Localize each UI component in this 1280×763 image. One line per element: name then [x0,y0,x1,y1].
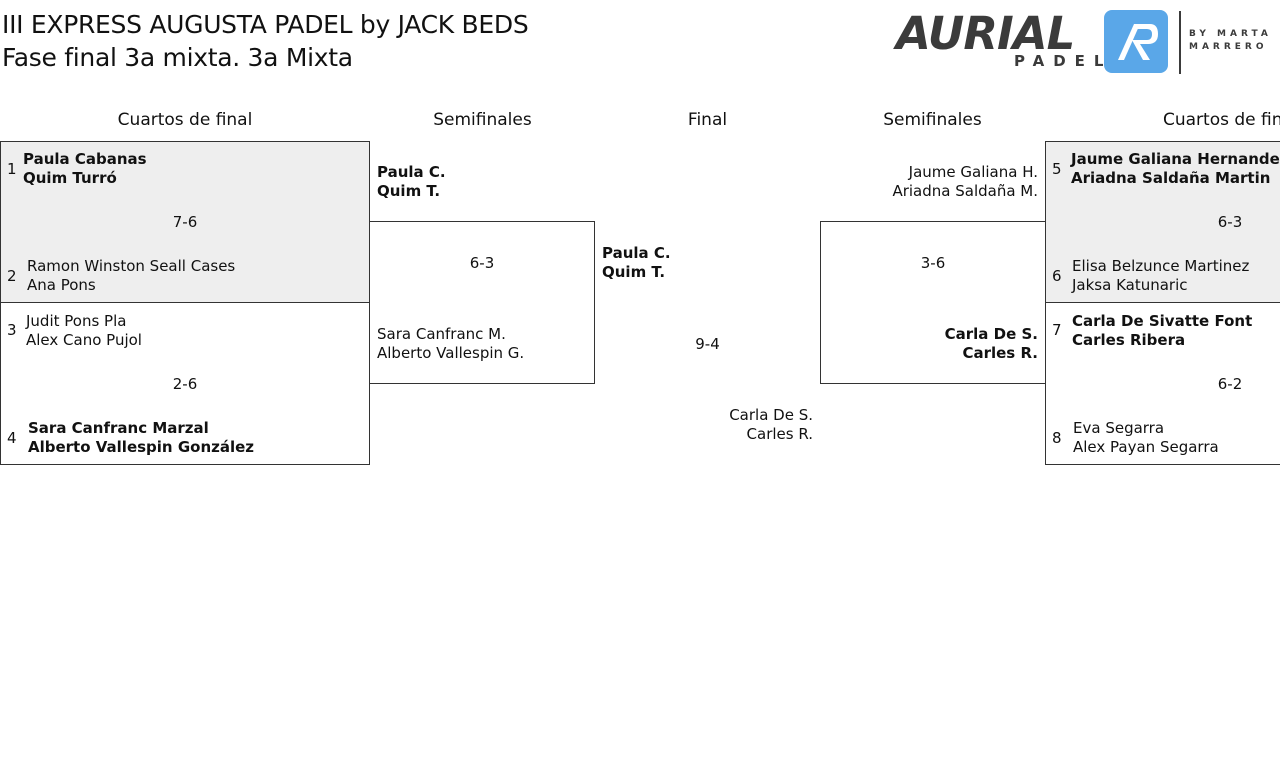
logo-subword: PADEL [1014,52,1113,70]
player-name: Ramon Winston Seall Cases [27,257,236,275]
player-name: Carla De S. [944,325,1038,343]
draw-subtitle: Fase final 3a mixta. 3a Mixta [2,43,353,72]
round-header-qf-left: Cuartos de final [117,110,253,130]
player-name: Ana Pons [27,276,96,294]
final-score: 9-4 [695,335,720,353]
aurial-padel-logo: AURIAL PADEL BY MARTA MARRERO [896,8,1276,78]
player-name: Carles R. [746,425,813,443]
player-name: Jaume Galiana H. [908,163,1038,181]
player-name: Carla De Sivatte Font [1072,312,1253,330]
player-name: Quim T. [377,182,441,200]
tournament-title: III EXPRESS AUGUSTA PADEL by JACK BEDS [2,10,529,39]
logo-wordmark: AURIAL [896,7,1075,60]
player-name: Ariadna Saldaña Martin [1071,169,1271,187]
logo-badge-icon [1104,10,1168,73]
player-name: Alberto Vallespin González [28,438,255,456]
player-name: Jaume Galiana Hernandez [1071,150,1280,168]
logo-byline: BY MARTA MARRERO [1189,28,1272,54]
player-name: Sara Canfranc Marzal [28,419,209,437]
player-name: Sara Canfranc M. [377,325,506,343]
logo-byline-1: BY MARTA [1189,29,1272,39]
seed-number: 8 [1052,429,1062,447]
player-name: Eva Segarra [1073,419,1165,437]
player-name: Ariadna Saldaña M. [892,182,1038,200]
match-score: 6-3 [469,254,495,272]
match-score: 2-6 [172,375,198,393]
player-name: Alex Payan Segarra [1073,438,1219,456]
qf-match-1 [0,141,370,303]
round-header-qf-right: Cuartos de final [1163,110,1280,130]
round-header-sf-left: Semifinales [433,110,532,130]
seed-number: 5 [1052,160,1062,178]
player-name: Paula C. [377,163,446,181]
player-name: Alex Cano Pujol [26,331,142,349]
player-name: Carles Ribera [1072,331,1186,349]
player-name: Judit Pons Pla [26,312,127,330]
seed-number: 1 [7,160,17,178]
seed-number: 3 [7,321,17,339]
player-name: Jaksa Katunaric [1072,276,1188,294]
seed-number: 6 [1052,267,1062,285]
qf-match-3 [1045,141,1280,303]
player-name: Carla De S. [729,406,813,424]
match-score: 3-6 [920,254,946,272]
player-name: Alberto Vallespin G. [377,344,525,362]
qf-match-4 [1045,302,1280,465]
player-name: Paula C. [602,244,671,262]
player-name: Carles R. [962,344,1038,362]
player-name: Elisa Belzunce Martinez [1072,257,1250,275]
match-score: 6-3 [1217,213,1243,231]
logo-separator [1179,11,1181,74]
player-name: Quim T. [602,263,666,281]
round-header-final: Final [687,110,728,130]
seed-number: 2 [7,267,17,285]
seed-number: 4 [7,429,17,447]
player-name: Quim Turró [23,169,117,187]
seed-number: 7 [1052,321,1062,339]
player-name: Paula Cabanas [23,150,147,168]
logo-byline-2: MARRERO [1189,42,1268,52]
match-score: 6-2 [1217,375,1243,393]
match-score: 7-6 [172,213,198,231]
round-header-sf-right: Semifinales [883,110,982,130]
sf-match-left [369,221,595,384]
